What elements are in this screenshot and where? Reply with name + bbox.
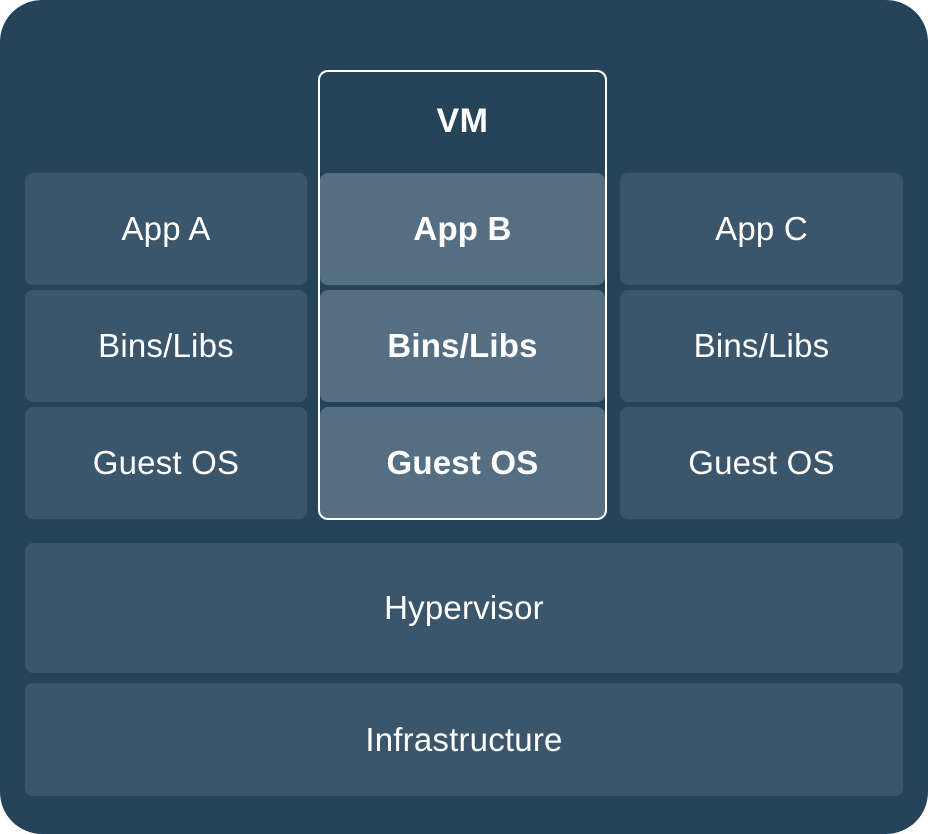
layer-box-infrastructure: Infrastructure xyxy=(25,683,903,796)
layer-label: Bins/Libs xyxy=(387,327,538,364)
layer-label: Guest OS xyxy=(386,444,539,481)
layer-label: Bins/Libs xyxy=(693,327,830,364)
vm-group-label: VM xyxy=(436,102,489,140)
layer-box-binslibs-center: Bins/Libs xyxy=(320,290,605,402)
layer-label: Guest OS xyxy=(688,444,835,481)
layer-label: Guest OS xyxy=(92,444,240,481)
layer-box-app-c: App C xyxy=(620,173,903,285)
vm-group-label-wrapper: VM xyxy=(318,70,607,173)
layer-label: App A xyxy=(121,210,211,247)
layer-box-hypervisor: Hypervisor xyxy=(25,543,903,673)
layer-label: Infrastructure xyxy=(365,720,563,758)
layer-box-guestos-left: Guest OS xyxy=(25,407,307,519)
layer-box-app-b: App B xyxy=(320,173,605,285)
layer-box-app-a: App A xyxy=(25,173,307,285)
layer-label: Bins/Libs xyxy=(98,327,234,364)
layer-label: App B xyxy=(413,210,512,247)
layer-box-guestos-right: Guest OS xyxy=(620,407,903,519)
layer-box-binslibs-left: Bins/Libs xyxy=(25,290,307,402)
layer-label: Hypervisor xyxy=(384,589,544,626)
layer-box-binslibs-right: Bins/Libs xyxy=(620,290,903,402)
layer-label: App C xyxy=(715,210,808,247)
layer-box-guestos-center: Guest OS xyxy=(320,407,605,519)
